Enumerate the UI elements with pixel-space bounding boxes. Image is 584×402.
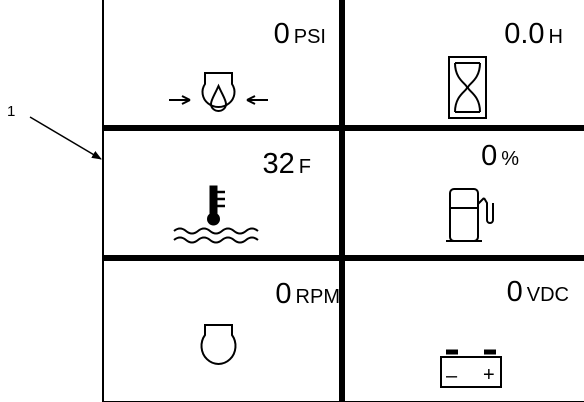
hour-meter-value: 0.0 — [504, 18, 545, 50]
engine-icon — [200, 324, 237, 365]
oil-pressure-unit: PSI — [293, 26, 326, 48]
battery-negative-label: – — [446, 365, 458, 387]
engine-speed-unit: RPM — [295, 286, 340, 308]
fuel-level-readout: 0% — [481, 142, 519, 171]
callout-label: 1 — [7, 103, 16, 120]
coolant-temp-value: 32 — [262, 148, 295, 180]
battery-value: 0 — [506, 276, 523, 308]
coolant-temp-unit: F — [298, 156, 311, 178]
oil-pressure-value: 0 — [273, 18, 290, 50]
engine-speed-value: 0 — [275, 278, 292, 310]
fuel-level-value: 0 — [481, 140, 498, 172]
fuel-level-unit: % — [501, 148, 519, 170]
fuel-pump-icon — [446, 188, 494, 242]
hour-meter-unit: H — [548, 26, 563, 48]
battery-positive-label: + — [483, 364, 495, 386]
coolant-temperature-icon — [173, 185, 259, 244]
oil-pressure-icon — [169, 72, 268, 112]
panel-frame — [102, 0, 584, 402]
callout-leader-arrow — [29, 116, 102, 160]
hourglass-icon — [448, 56, 487, 119]
battery-unit: VDC — [526, 284, 569, 306]
battery-icon — [440, 349, 502, 388]
